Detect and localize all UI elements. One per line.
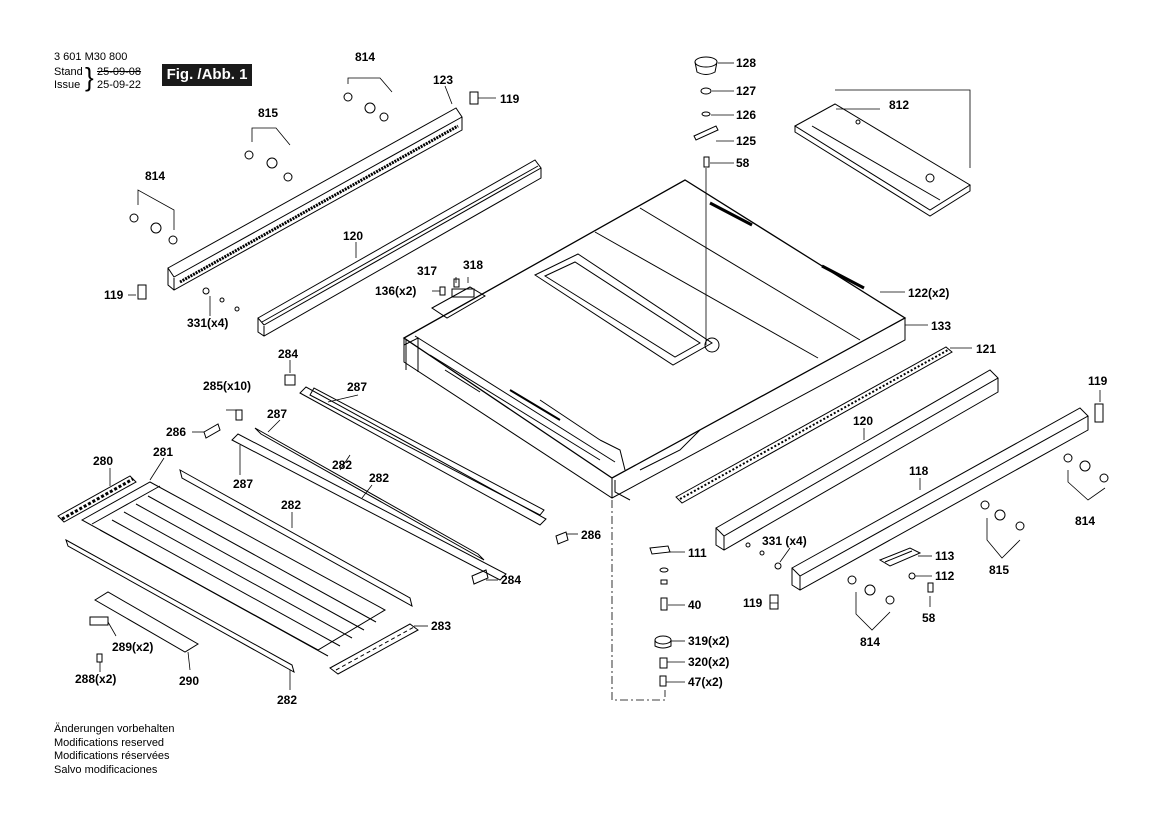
rear-fence [167, 107, 463, 291]
screw-set-815 [244, 150, 293, 182]
part-label: 281 [153, 445, 173, 459]
part-label: 40 [688, 598, 702, 612]
part-label: 331(x4) [187, 316, 228, 330]
part-label: 287 [347, 380, 367, 394]
part-label: 111 [688, 546, 707, 560]
clip-119-top [469, 91, 479, 105]
issue-date: 25-09-22 [97, 79, 142, 91]
part-label: 58 [922, 611, 936, 625]
leader-lines [99, 62, 1101, 690]
part-label: 119 [500, 92, 520, 106]
part-label: 125 [736, 134, 756, 148]
part-label: 318 [463, 258, 483, 272]
part-label: 288(x2) [75, 672, 116, 686]
issue-label: Issue [54, 79, 81, 91]
part-label: 47(x2) [688, 675, 723, 689]
part-111 [649, 545, 671, 555]
part-label: 284 [278, 347, 298, 361]
part-label: 136(x2) [375, 284, 416, 298]
footer-line: Modifications réservées [54, 750, 170, 762]
screws-331-upper [202, 287, 240, 312]
clip-119-right [1094, 403, 1104, 423]
part-label: 118 [909, 464, 929, 478]
rack-strip [675, 346, 953, 504]
part-label: 112 [935, 569, 955, 583]
part-label: 814 [355, 50, 375, 64]
part-label: 122(x2) [908, 286, 949, 300]
part-label: 119 [1088, 374, 1108, 388]
knob-stack [693, 56, 719, 168]
part-label: 331 (x4) [762, 534, 807, 548]
part-labels: 128 127 126 125 58 812 814 123 119 815 8… [75, 50, 1108, 707]
part-label: 113 [935, 549, 955, 563]
footer-line: Salvo modificaciones [54, 763, 158, 776]
part-label: 814 [860, 635, 880, 649]
part-label: 814 [1075, 514, 1095, 528]
rail-lower [715, 369, 999, 551]
stand-label: Stand [54, 66, 83, 78]
part-label: 812 [889, 98, 909, 112]
part-label: 120 [343, 229, 363, 243]
part-label: 280 [93, 454, 113, 468]
part-label: 127 [736, 84, 756, 98]
part-label: 814 [145, 169, 165, 183]
clip-119-left [137, 284, 147, 300]
figure-label: Fig. /Abb. 1 [162, 64, 252, 86]
part-label: 287 [267, 407, 287, 421]
part-label: 282 [281, 498, 301, 512]
stand-date: 25-09-08 [97, 66, 142, 78]
footer-line: Änderungen vorbehalten [54, 723, 175, 735]
insert-plate [794, 103, 971, 217]
part-label: 320(x2) [688, 655, 729, 669]
part-label: 289(x2) [112, 640, 153, 654]
part-label: 126 [736, 108, 756, 122]
part-label: 133 [931, 319, 951, 333]
part-label: 284 [501, 573, 521, 587]
part-label: 128 [736, 56, 756, 70]
part-label: 282 [332, 458, 352, 472]
part-label: 119 [743, 596, 763, 610]
part-label: 282 [369, 471, 389, 485]
part-label: 815 [989, 563, 1009, 577]
fence-118 [791, 407, 1089, 591]
part-label: 121 [976, 342, 996, 356]
screws-331-lower [745, 542, 782, 570]
part-label: 286 [166, 425, 186, 439]
footer-line: Modifications reserved [54, 736, 165, 749]
part-label: 287 [233, 477, 253, 491]
part-label: 317 [417, 264, 437, 278]
part-label: 815 [258, 106, 278, 120]
part-label: 282 [277, 693, 297, 707]
screw-set-814-left [129, 213, 178, 245]
part-label: 286 [581, 528, 601, 542]
brace: } [85, 62, 94, 92]
footer-notes: Änderungen vorbehalten Modifications res… [54, 723, 174, 777]
clip-119-bottom [769, 594, 779, 610]
part-label: 120 [853, 414, 873, 428]
screw-set-815-right [980, 500, 1025, 531]
part-label: 290 [179, 674, 199, 688]
doc-number: 3 601 M30 800 [54, 51, 128, 63]
part-label: 123 [433, 73, 453, 87]
part-label: 119 [104, 288, 124, 302]
rail-upper [257, 159, 542, 337]
part-label: 283 [431, 619, 451, 633]
screw-set-814-lower [847, 575, 895, 605]
part-label: 285(x10) [203, 379, 251, 393]
screw-set-814-top [343, 92, 389, 122]
part-label: 319(x2) [688, 634, 729, 648]
handle-113 [878, 547, 922, 567]
table-top [402, 179, 907, 501]
screw-set-814-right [1063, 453, 1109, 483]
part-label: 58 [736, 156, 750, 170]
bracket-318 [431, 278, 486, 319]
extension-table [57, 386, 547, 675]
